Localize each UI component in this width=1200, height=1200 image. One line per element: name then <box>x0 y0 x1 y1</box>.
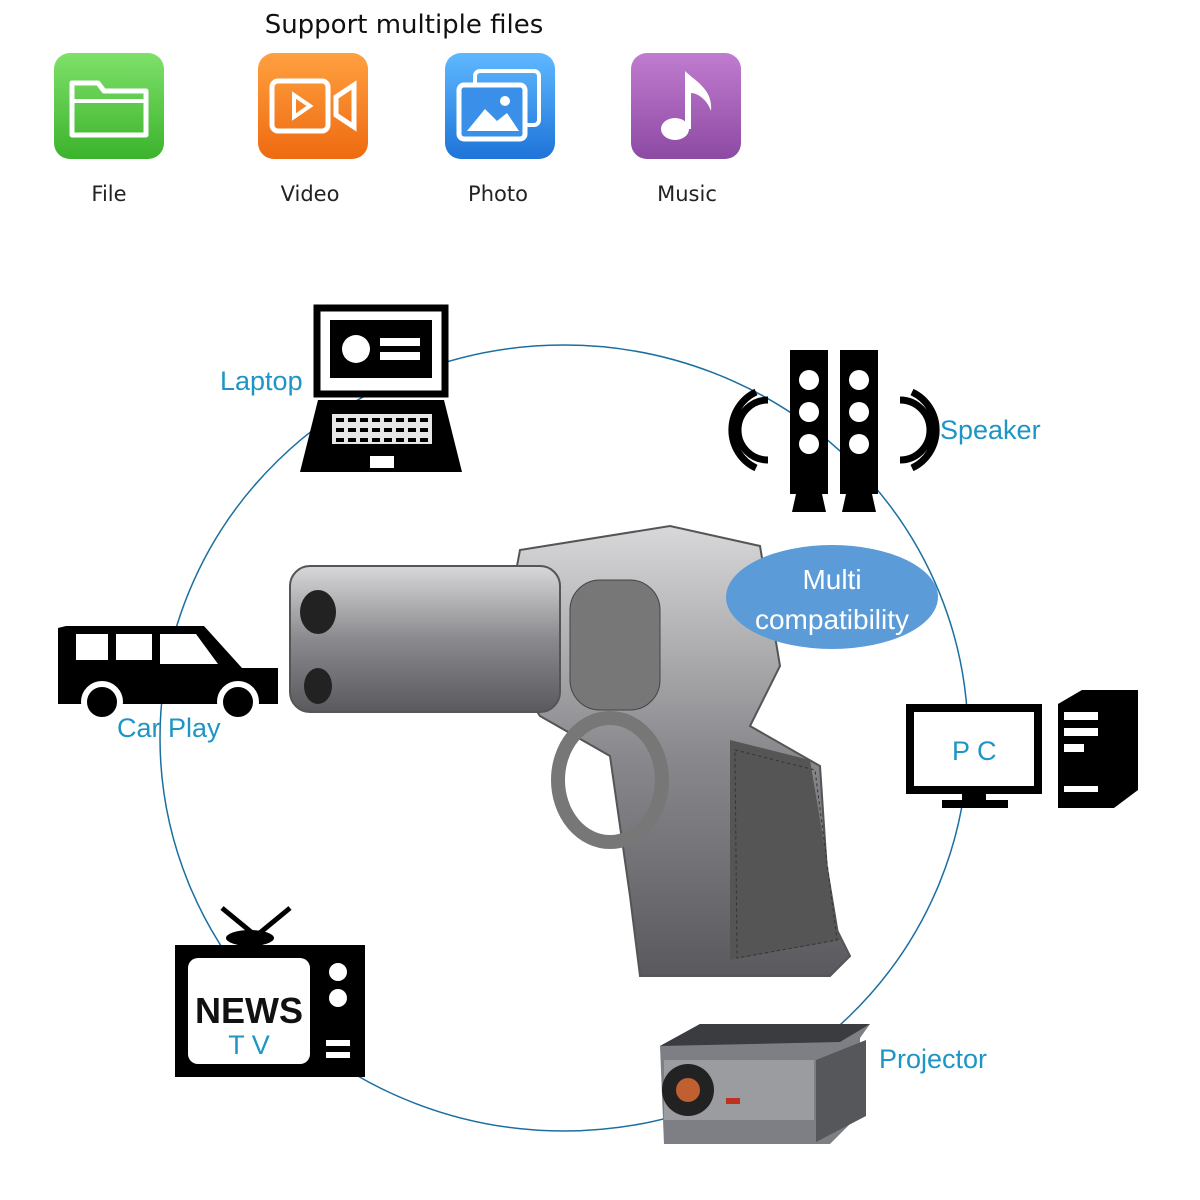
video-label: Video <box>280 182 340 206</box>
file-label: File <box>91 182 127 206</box>
folder-icon <box>54 53 164 159</box>
music-icon <box>631 53 741 159</box>
badge-line2: compatibility <box>754 604 910 635</box>
car-icon <box>58 626 278 723</box>
badge-line1: Multi <box>802 564 862 595</box>
video-icon <box>258 53 368 159</box>
photo-label: Photo <box>468 182 528 206</box>
gun-usb-drive <box>289 524 852 977</box>
page-title: Support multiple files <box>264 10 544 40</box>
laptop-label: Laptop <box>220 366 303 396</box>
badge-text: Multi compatibility <box>726 560 938 640</box>
multi-compatibility-badge <box>726 545 938 649</box>
pc-icon <box>906 690 1138 808</box>
pc-label: P C <box>952 736 997 766</box>
music-label: Music <box>657 182 717 206</box>
tv-icon <box>175 906 365 1077</box>
projector-icon <box>660 1024 870 1144</box>
photo-icon <box>445 53 555 159</box>
projector-label: Projector <box>879 1044 988 1074</box>
laptop-icon <box>300 304 462 472</box>
tv-label: T V <box>228 1030 270 1060</box>
tv-screen-text: NEWS <box>195 990 303 1031</box>
speaker-label: Speaker <box>940 415 1041 445</box>
speaker-icon <box>728 350 940 512</box>
car-label: Car Play <box>117 713 221 743</box>
